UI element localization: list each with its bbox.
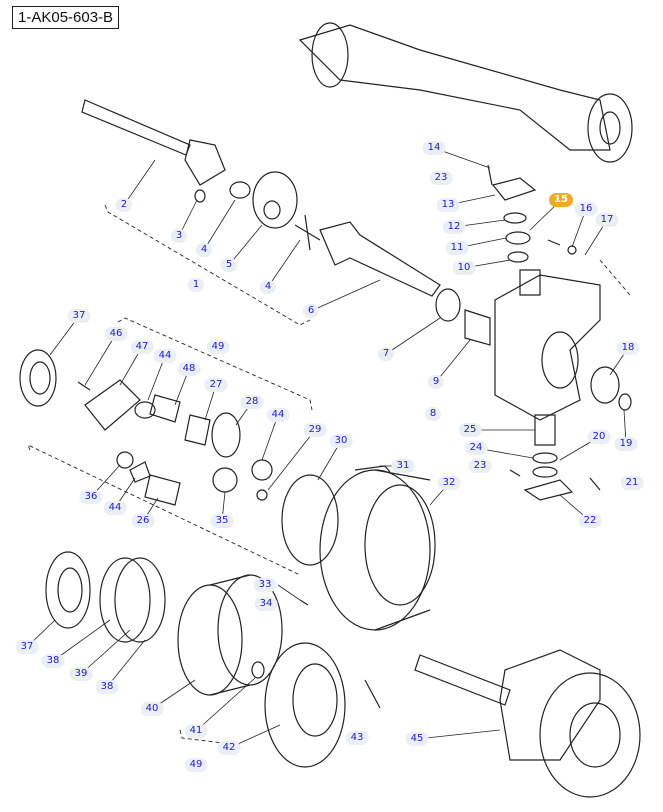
- callout-part-13[interactable]: 13: [436, 198, 460, 212]
- callout-part-25[interactable]: 25: [458, 423, 482, 437]
- callout-part-43[interactable]: 43: [345, 731, 369, 745]
- callout-part-47[interactable]: 47: [130, 340, 154, 354]
- callout-part-45[interactable]: 45: [405, 732, 429, 746]
- wheel-hub-drawing: [281, 465, 436, 631]
- callout-part-28[interactable]: 28: [240, 395, 264, 409]
- callout-part-30[interactable]: 30: [329, 434, 353, 448]
- callout-part-14[interactable]: 14: [422, 141, 446, 155]
- lower-pivot-drawing: [509, 414, 601, 501]
- callout-part-31[interactable]: 31: [391, 459, 415, 473]
- callout-part-19[interactable]: 19: [614, 437, 638, 451]
- callout-part-44[interactable]: 44: [103, 501, 127, 515]
- callout-part-35[interactable]: 35: [210, 514, 234, 528]
- callout-part-4[interactable]: 4: [195, 243, 213, 257]
- callout-part-2[interactable]: 2: [115, 198, 133, 212]
- planetary-drums-drawing: [45, 551, 381, 768]
- callout-part-42[interactable]: 42: [217, 741, 241, 755]
- callout-part-20[interactable]: 20: [587, 430, 611, 444]
- callout-part-23[interactable]: 23: [429, 171, 453, 185]
- group-bracket-lines: [27, 204, 631, 746]
- callout-part-49[interactable]: 49: [184, 758, 208, 772]
- callout-part-39[interactable]: 39: [69, 667, 93, 681]
- callout-part-49[interactable]: 49: [206, 340, 230, 354]
- callout-part-5[interactable]: 5: [220, 258, 238, 272]
- callout-part-18[interactable]: 18: [616, 341, 640, 355]
- bearing-7-drawing: [435, 288, 461, 322]
- callout-part-27[interactable]: 27: [204, 378, 228, 392]
- callout-part-4[interactable]: 4: [259, 280, 277, 294]
- callout-part-9[interactable]: 9: [427, 375, 445, 389]
- diagram-reference-code: 1-AK05-603-B: [12, 6, 120, 29]
- callout-part-21[interactable]: 21: [620, 476, 644, 490]
- callout-part-24[interactable]: 24: [464, 441, 488, 455]
- callout-part-6[interactable]: 6: [302, 304, 320, 318]
- callout-part-17[interactable]: 17: [595, 213, 619, 227]
- callout-part-33[interactable]: 33: [253, 578, 277, 592]
- callout-part-37[interactable]: 37: [67, 309, 91, 323]
- callout-part-26[interactable]: 26: [131, 514, 155, 528]
- callout-part-3[interactable]: 3: [170, 229, 188, 243]
- callout-part-48[interactable]: 48: [177, 362, 201, 376]
- callout-part-16[interactable]: 16: [574, 202, 598, 216]
- callout-part-10[interactable]: 10: [452, 261, 476, 275]
- callout-part-29[interactable]: 29: [303, 423, 327, 437]
- callout-part-41[interactable]: 41: [184, 724, 208, 738]
- callout-part-22[interactable]: 22: [578, 514, 602, 528]
- seal-and-pins-drawing: [19, 349, 273, 506]
- axle-housing-drawing: [298, 22, 633, 163]
- callout-part-40[interactable]: 40: [140, 702, 164, 716]
- callout-part-44[interactable]: 44: [153, 349, 177, 363]
- callout-part-11[interactable]: 11: [445, 241, 469, 255]
- callout-part-7[interactable]: 7: [377, 347, 395, 361]
- steering-knuckle-drawing: [487, 164, 632, 421]
- callout-part-32[interactable]: 32: [437, 476, 461, 490]
- callout-part-38[interactable]: 38: [41, 654, 65, 668]
- callout-part-23[interactable]: 23: [468, 459, 492, 473]
- callout-part-12[interactable]: 12: [442, 220, 466, 234]
- callout-part-37[interactable]: 37: [15, 640, 39, 654]
- callout-part-44[interactable]: 44: [266, 408, 290, 422]
- callout-part-38[interactable]: 38: [95, 680, 119, 694]
- callout-part-15[interactable]: 15: [549, 193, 573, 207]
- callout-part-34[interactable]: 34: [254, 597, 278, 611]
- callout-part-46[interactable]: 46: [104, 327, 128, 341]
- callout-part-1[interactable]: 1: [187, 278, 205, 292]
- bushing-9-drawing: [464, 309, 491, 346]
- assembled-axle-end-drawing: [414, 649, 641, 798]
- axle-shaft-drawing: [81, 99, 441, 297]
- callout-part-8[interactable]: 8: [424, 407, 442, 421]
- callout-part-36[interactable]: 36: [79, 490, 103, 504]
